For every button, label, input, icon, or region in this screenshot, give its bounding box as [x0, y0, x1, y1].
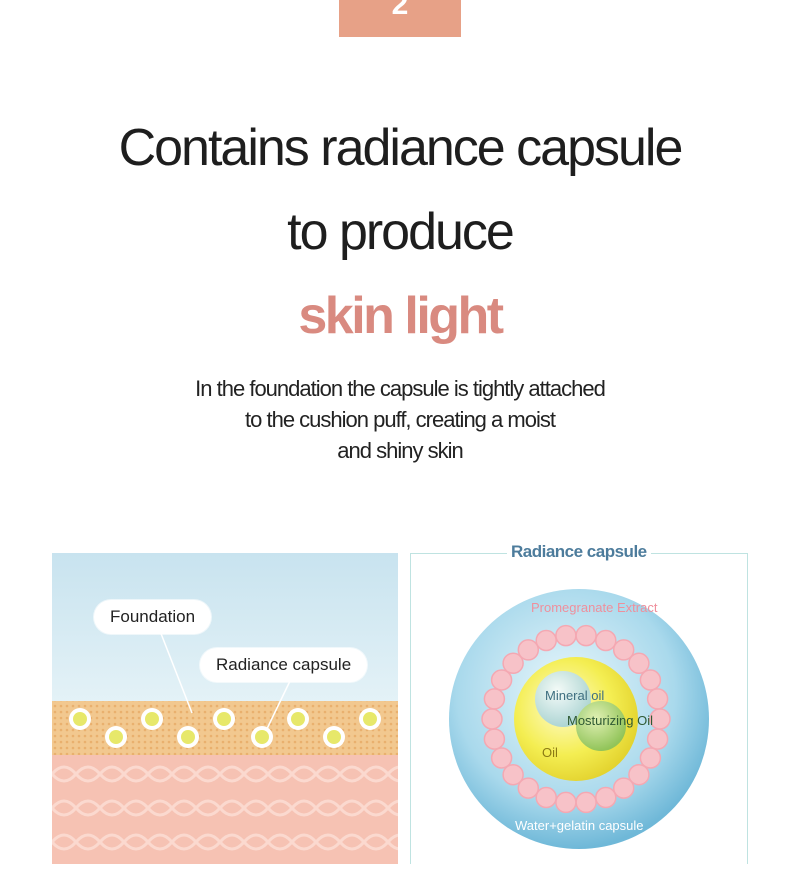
radiance-capsule-label: Radiance capsule	[200, 648, 368, 682]
pomegranate-bead	[535, 629, 557, 652]
capsule-dot	[323, 726, 345, 748]
pomegranate-bead	[595, 629, 617, 652]
pomegranate-bead	[612, 639, 635, 661]
pomegranate-bead	[575, 624, 597, 647]
pomegranate-bead	[628, 652, 650, 675]
capsule-dot	[287, 708, 309, 730]
moisturizing-oil-label: Mosturizing Oil	[567, 713, 653, 728]
capsule-dot	[141, 708, 163, 730]
pomegranate-bead	[517, 777, 540, 799]
radiance-capsule-diagram: Radiance capsule	[410, 542, 748, 864]
pomegranate-bead	[646, 728, 669, 750]
foundation-label: Foundation	[94, 600, 212, 634]
capsule-dot	[213, 708, 235, 730]
pomegranate-bead	[639, 747, 662, 769]
shell-label: Water+gelatin capsule	[515, 818, 644, 833]
headline-highlight: skin light	[298, 287, 504, 345]
pomegranate-bead	[535, 786, 557, 809]
capsule-dot	[69, 708, 91, 730]
pomegranate-bead	[483, 728, 506, 750]
step-number-badge: 2	[339, 0, 461, 37]
pomegranate-bead	[481, 708, 503, 730]
step-number: 2	[391, 0, 409, 21]
description-line-3: and shiny skin	[337, 438, 463, 463]
pomegranate-bead	[639, 669, 662, 691]
pomegranate-bead	[490, 747, 513, 769]
oil-label: Oil	[542, 745, 558, 760]
pomegranate-bead	[517, 639, 540, 661]
mineral-oil-sphere	[535, 671, 591, 727]
foundation-layer-illustration: Foundation Radiance capsule	[52, 553, 398, 864]
pomegranate-bead	[595, 786, 617, 809]
description-line-1: In the foundation the capsule is tightly…	[195, 376, 606, 401]
description: In the foundation the capsule is tightly…	[0, 373, 800, 466]
pomegranate-bead	[502, 763, 524, 786]
headline-line-1: Contains radiance capsule	[118, 119, 684, 177]
capsule-dot	[251, 726, 273, 748]
pomegranate-bead	[502, 652, 524, 675]
capsule-cross-section: Promegranate Extract Mineral oil Mosturi…	[449, 589, 709, 849]
pomegranate-bead	[555, 791, 577, 814]
headline-line-2: to produce	[287, 203, 515, 261]
moisturizing-oil-sphere	[576, 701, 626, 751]
pomegranate-bead	[555, 624, 577, 647]
pomegranate-bead	[612, 777, 635, 799]
capsule-dot	[359, 708, 381, 730]
description-line-2: to the cushion puff, creating a moist	[245, 407, 556, 432]
pomegranate-bead	[575, 791, 597, 814]
pomegranate-bead-ring	[481, 624, 671, 814]
skin-layer-drawing	[52, 553, 398, 864]
pomegranate-bead	[490, 669, 513, 691]
mineral-oil-label: Mineral oil	[545, 688, 604, 703]
capsule-dot	[105, 726, 127, 748]
capsule-diagram-title: Radiance capsule	[507, 542, 651, 562]
pomegranate-bead	[628, 763, 650, 786]
capsule-dot	[177, 726, 199, 748]
pomegranate-bead	[483, 688, 506, 710]
outer-ring-label: Promegranate Extract	[531, 600, 658, 615]
pomegranate-bead	[649, 708, 671, 730]
pomegranate-bead	[646, 688, 669, 710]
capsule-dots	[69, 708, 381, 748]
